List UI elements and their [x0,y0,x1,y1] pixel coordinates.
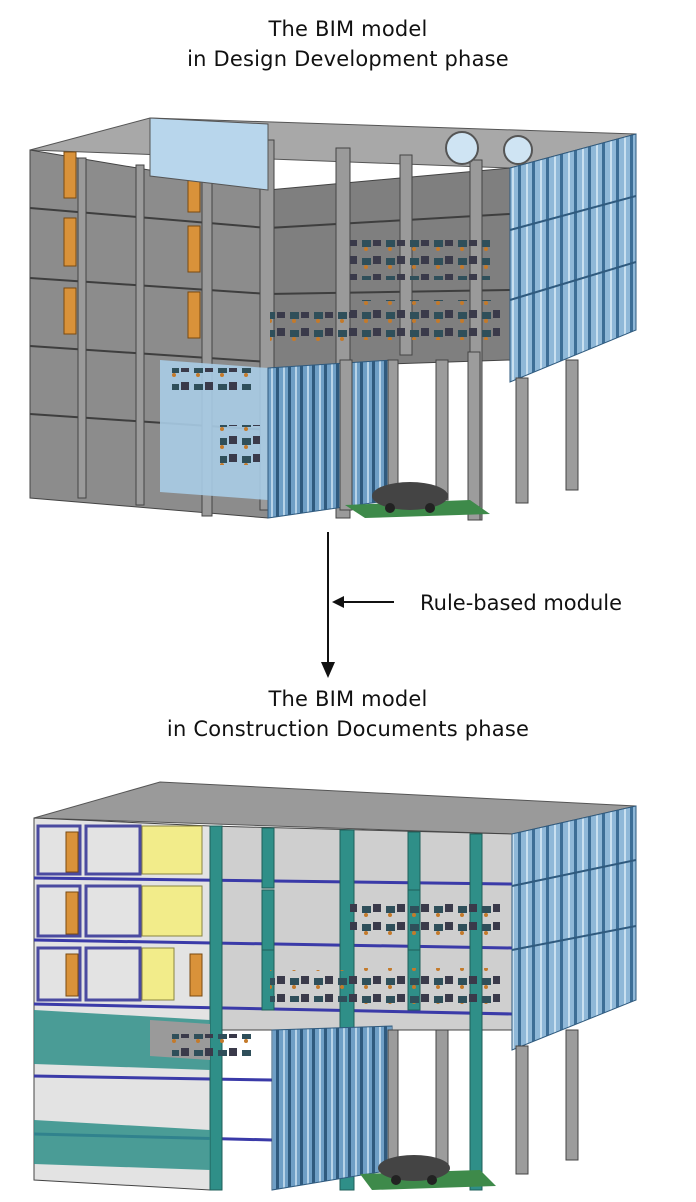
module-pointer-arrow [332,596,394,608]
bottom-caption-line2: in Construction Documents phase [166,717,530,741]
top-caption-line2: in Design Development phase [187,47,509,71]
cd-car [378,1155,450,1181]
bottom-caption: The BIM model in Construction Documents … [0,684,696,744]
dd-car [372,482,448,510]
dd-bim-model [29,117,637,521]
dd-curtain-wall-right [509,133,637,383]
cd-curtain-wall-lower [271,1025,393,1191]
transition-arrow [321,532,335,678]
rule-based-module-label: Rule-based module [420,591,623,615]
cd-curtain-wall-right [511,805,637,1051]
bottom-caption-line1: The BIM model [268,687,428,711]
top-caption-line1: The BIM model [268,17,428,41]
cd-pilotis [387,1029,579,1175]
dd-pilotis [339,351,579,521]
cd-bim-model [33,781,637,1191]
top-caption: The BIM model in Design Development phas… [0,14,696,74]
